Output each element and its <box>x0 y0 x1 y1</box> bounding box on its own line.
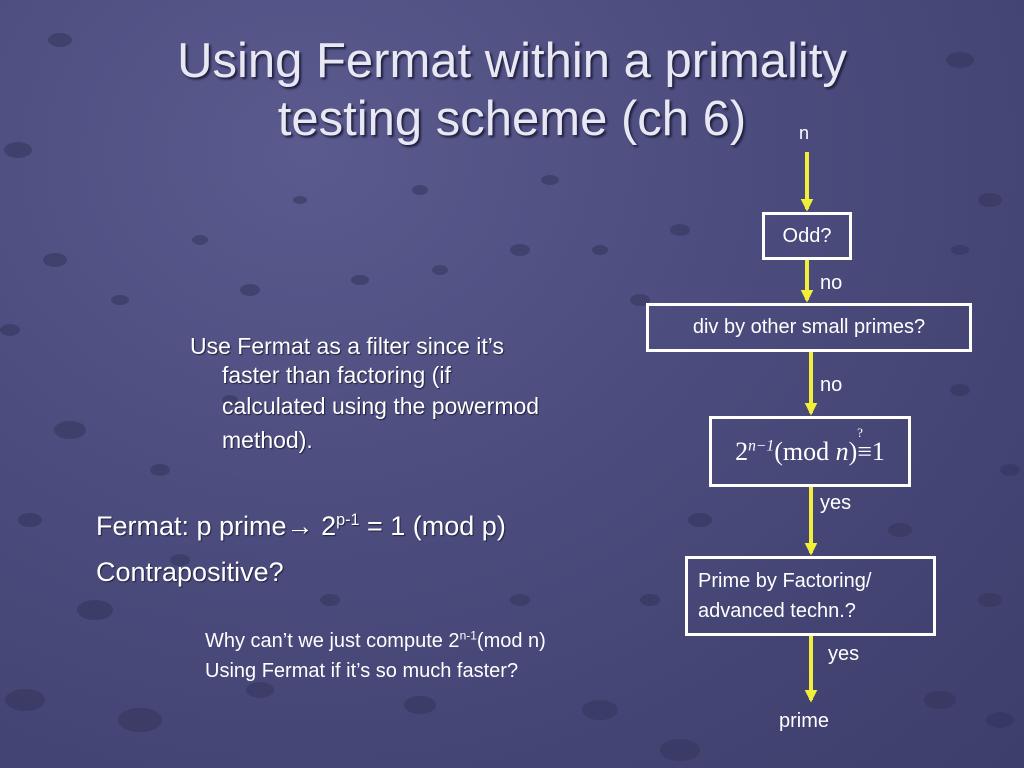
odd-box-label: Odd? <box>782 224 832 247</box>
fermat-statement: Fermat: p prime→ 2p-1 = 1 (mod p) <box>96 509 506 544</box>
question-line-2: Using Fermat if it’s so much faster? <box>205 660 519 682</box>
congruent-symbol: ≡ <box>857 436 872 466</box>
output-label-prime: prime <box>779 710 830 732</box>
question-suffix: (mod n) <box>476 630 546 652</box>
label-yes-1: yes <box>820 492 852 514</box>
question-exponent: n-1 <box>459 628 477 643</box>
factoring-box-line-1: Prime by Factoring/ <box>698 570 872 592</box>
label-no-2: no <box>820 374 843 396</box>
factoring-box-line-2: advanced techn.? <box>698 600 856 622</box>
label-no-1: no <box>820 272 843 294</box>
filter-text-line-2: faster than factoring (if <box>222 362 451 388</box>
fermat-test-formula: ? 2n−1(mod n)≡1 <box>735 425 885 467</box>
formula-exponent: n−1 <box>748 436 775 454</box>
fermat-base: 2 <box>321 511 337 541</box>
fermat-test-box: ? 2n−1(mod n)≡1 <box>709 416 911 487</box>
title-line-2: testing scheme (ch 6) <box>277 92 747 146</box>
question-line-1: Why can’t we just compute 2n-1(mod n) <box>205 626 546 656</box>
small-primes-box-label: div by other small primes? <box>692 316 926 338</box>
question-prefix: Why can’t we just compute 2 <box>205 630 460 652</box>
formula-mod: (mod <box>774 436 836 466</box>
formula-close: ) <box>848 436 858 466</box>
odd-decision-box: Odd? <box>762 212 852 260</box>
formula-base: 2 <box>735 436 749 466</box>
fermat-exponent: p-1 <box>336 511 360 529</box>
filter-text-line-4: method). <box>222 427 313 453</box>
slide-title: Using Fermat within a primality testing … <box>0 32 1024 148</box>
title-line-1: Using Fermat within a primality <box>177 34 847 88</box>
filter-text-line-3: calculated using the powermod <box>222 393 540 419</box>
fermat-prefix: Fermat: p prime <box>96 511 287 541</box>
input-label-n: n <box>799 123 810 143</box>
question-mark-label: ? <box>857 424 863 440</box>
small-primes-box: div by other small primes? <box>646 303 972 352</box>
factoring-box: Prime by Factoring/ advanced techn.? <box>685 556 936 636</box>
fermat-suffix: = 1 (mod p) <box>359 511 506 541</box>
implies-arrow-icon: → <box>286 511 314 541</box>
formula-rhs: 1 <box>871 436 885 466</box>
contrapositive-text: Contrapositive? <box>96 557 284 587</box>
filter-text-line-1: Use Fermat as a filter since it’s <box>190 333 505 359</box>
formula-var: n <box>835 436 849 466</box>
label-yes-2: yes <box>828 643 860 665</box>
